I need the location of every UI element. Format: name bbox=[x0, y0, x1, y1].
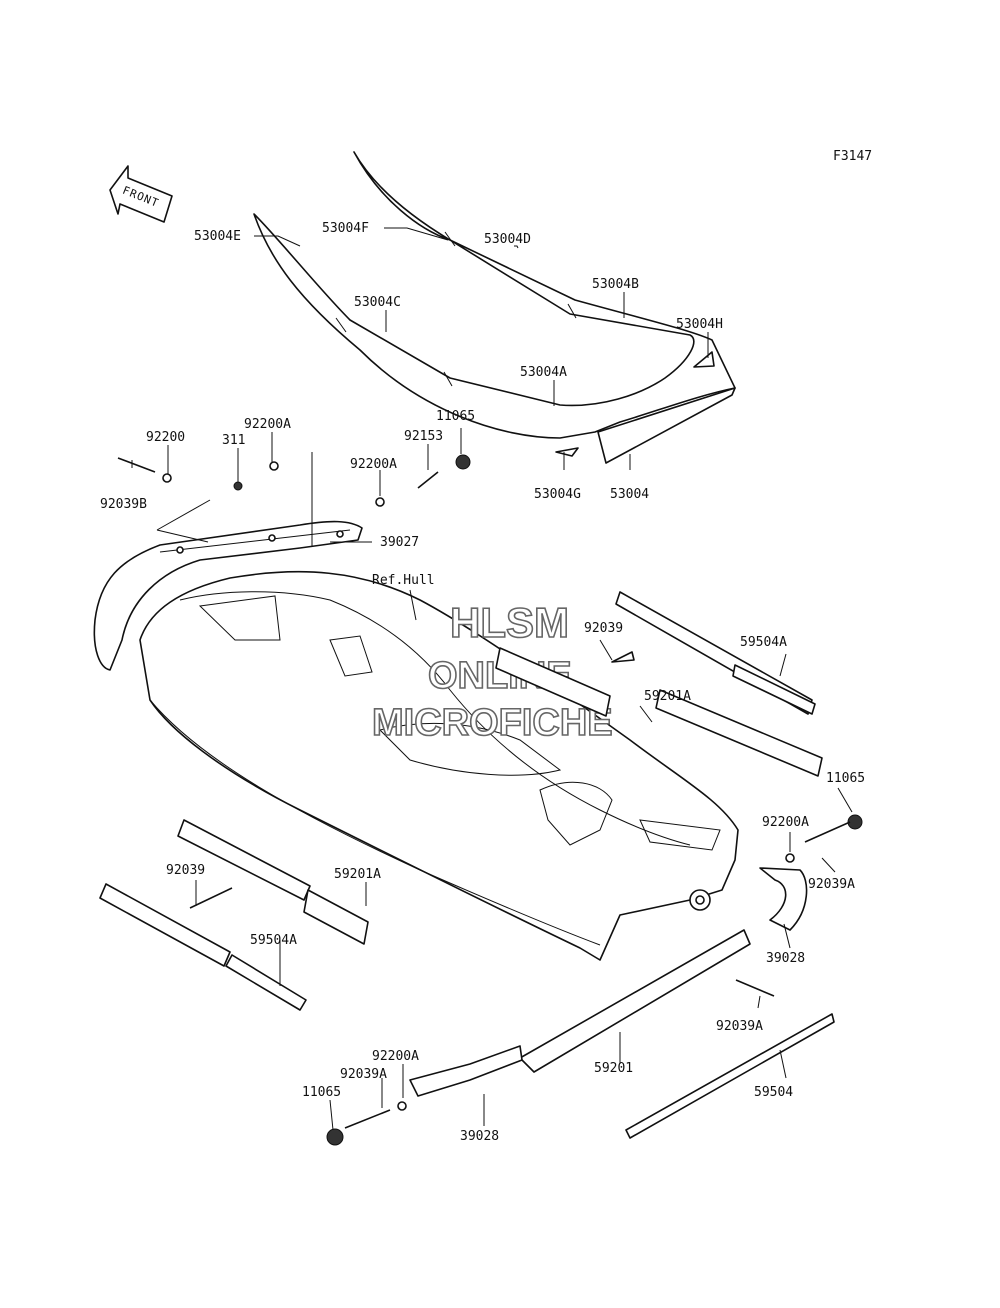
bumper-39027 bbox=[93, 520, 363, 671]
callout-53004A: 53004A bbox=[520, 365, 567, 380]
callout-92039A-1: 92039A bbox=[808, 877, 855, 892]
fasteners-top-left bbox=[117, 454, 471, 507]
callout-92039B: 92039B bbox=[100, 497, 147, 512]
front-arrow-icon: FRONT bbox=[109, 165, 173, 223]
callout-ref-hull: Ref.Hull bbox=[372, 573, 435, 588]
hull bbox=[139, 570, 739, 961]
callout-92153: 92153 bbox=[404, 429, 443, 444]
callout-311: 311 bbox=[222, 433, 245, 448]
callout-53004D: 53004D bbox=[484, 232, 531, 247]
watermark-line-3: MICROFICHE bbox=[372, 702, 613, 744]
watermark-line-1: HLSM bbox=[450, 599, 569, 646]
rail-right-lower bbox=[326, 929, 835, 1146]
callout-53004C: 53004C bbox=[354, 295, 401, 310]
callout-11065-2: 11065 bbox=[826, 771, 865, 786]
rail-left-lower bbox=[99, 819, 369, 1011]
callout-92039-2: 92039 bbox=[166, 863, 205, 878]
callout-53004G: 53004G bbox=[534, 487, 581, 502]
callout-59201A-1: 59201A bbox=[644, 689, 691, 704]
callout-39028-1: 39028 bbox=[766, 951, 805, 966]
callout-53004H: 53004H bbox=[676, 317, 723, 332]
callout-92039A-2: 92039A bbox=[716, 1019, 763, 1034]
callout-53004F: 53004F bbox=[322, 221, 369, 236]
callout-11065-3: 11065 bbox=[302, 1085, 341, 1100]
callout-92200-1: 92200 bbox=[146, 430, 185, 445]
callout-53004: 53004 bbox=[610, 487, 649, 502]
callout-59504A-2: 59504A bbox=[250, 933, 297, 948]
callout-53004B: 53004B bbox=[592, 277, 639, 292]
callout-11065-1: 11065 bbox=[436, 409, 475, 424]
callout-92039-1: 92039 bbox=[584, 621, 623, 636]
callout-92200A-1: 92200A bbox=[244, 417, 291, 432]
figure-code: F3147 bbox=[833, 149, 872, 164]
callout-39028-2: 39028 bbox=[460, 1129, 499, 1144]
fasteners-right bbox=[759, 814, 863, 931]
callout-59504A-1: 59504A bbox=[740, 635, 787, 650]
leader-lines bbox=[131, 227, 853, 1131]
callout-59504: 59504 bbox=[754, 1085, 793, 1100]
callout-59201: 59201 bbox=[594, 1061, 633, 1076]
callout-92200A-2: 92200A bbox=[350, 457, 397, 472]
callout-labels: 53004F 53004D 53004E 53004B 53004C 53004… bbox=[100, 221, 865, 1144]
seat-mat-set bbox=[253, 151, 736, 464]
rail-right-upper bbox=[495, 591, 823, 777]
callout-39027: 39027 bbox=[380, 535, 419, 550]
callout-92200A-4: 92200A bbox=[372, 1049, 419, 1064]
callout-53004E: 53004E bbox=[194, 229, 241, 244]
callout-92039A-3: 92039A bbox=[340, 1067, 387, 1082]
callout-59201A-2: 59201A bbox=[334, 867, 381, 882]
callout-92200A-3: 92200A bbox=[762, 815, 809, 830]
